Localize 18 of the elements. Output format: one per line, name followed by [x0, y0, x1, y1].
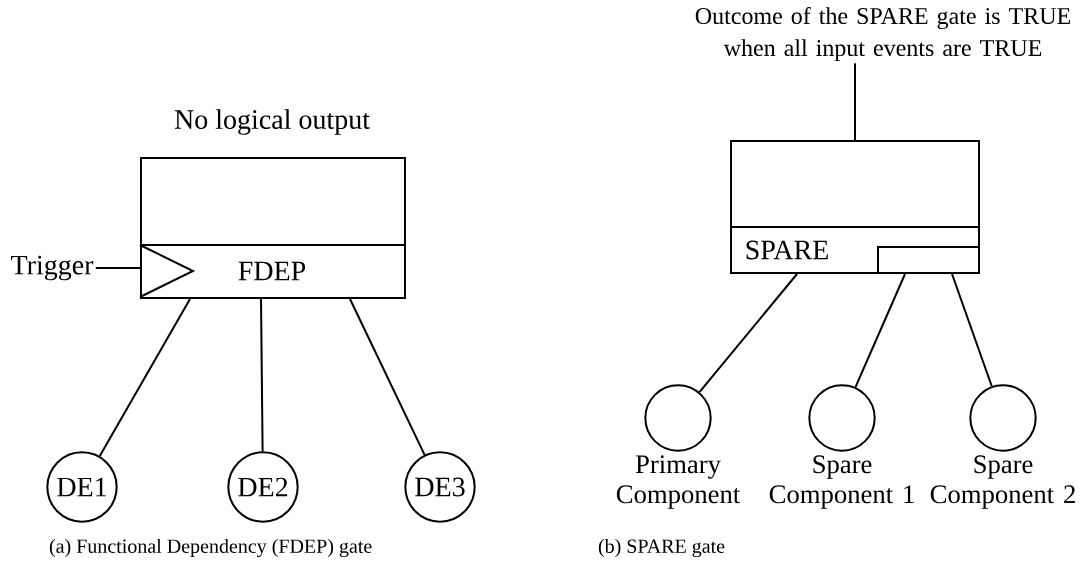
connector-line: [260, 298, 264, 453]
figure-caption: (a) Functional Dependency (FDEP) gate: [49, 538, 372, 558]
connector-line: [698, 273, 798, 394]
annotation-text: Trigger: [11, 255, 94, 281]
connector-line: [349, 298, 426, 456]
gate-label: SPARE: [746, 240, 828, 260]
event-caption: Spare Component 2: [930, 455, 1075, 509]
event-caption: Primary Component: [616, 455, 741, 509]
connector-line: [94, 267, 141, 269]
gate-heading: No logical output: [174, 109, 370, 135]
connector-line: [854, 62, 856, 141]
connector-line: [951, 273, 993, 388]
figure-caption: (b) SPARE gate: [598, 538, 725, 558]
gate-label: FDEP: [238, 261, 306, 281]
connector-line: [98, 298, 191, 458]
connector-line: [854, 273, 906, 389]
annotation-text: Outcome of the SPARE gate is TRUE when all input events are TRUE: [695, 7, 1071, 61]
event-caption: Spare Component 1: [769, 455, 914, 509]
